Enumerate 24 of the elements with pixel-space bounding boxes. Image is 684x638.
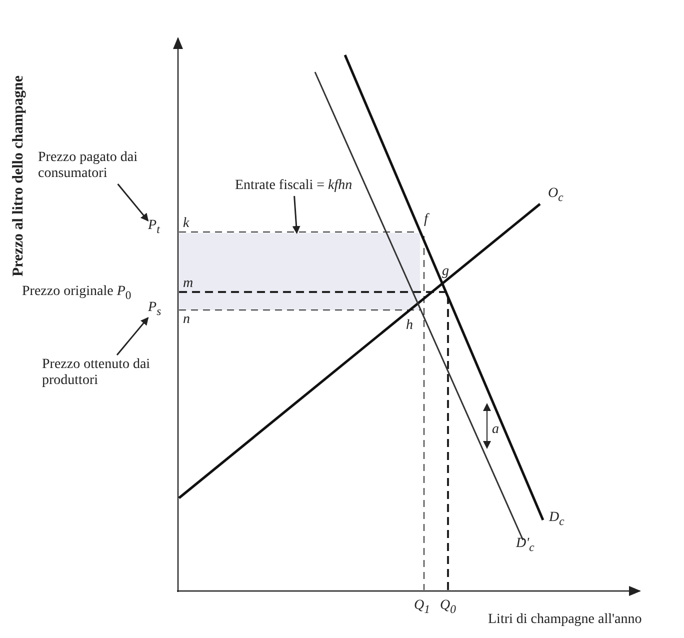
price-label: P$_{t}$ — [148, 218, 160, 238]
point-label: f — [424, 212, 428, 228]
curve-label: D$_{c}$ — [549, 510, 564, 530]
quantity-label: Q$_{1}$ — [414, 598, 430, 618]
leader-arrow — [117, 184, 149, 222]
axis-title: Prezzo al litro dello champagne — [10, 75, 27, 277]
point-label: n — [183, 312, 190, 328]
annotation-text: Entrate fiscali = kfhn — [235, 178, 352, 194]
shift-label: a — [492, 422, 499, 438]
annotation-text: Prezzo pagato dai consumatori — [38, 150, 168, 182]
curve-label: D'$_{c}$ — [516, 536, 534, 556]
point-label: h — [406, 318, 413, 334]
quantity-label: Q$_{0}$ — [440, 598, 456, 618]
tax-revenue-area — [179, 233, 420, 310]
axis-title: Litri di champagne all'anno — [488, 612, 642, 628]
point-label: g — [442, 264, 449, 280]
price-label: P$_{s}$ — [148, 300, 162, 320]
leader-arrow — [116, 317, 149, 356]
point-label: m — [183, 276, 194, 292]
point-label: k — [183, 216, 190, 232]
price-label: Prezzo originale P$_{0}$ — [22, 284, 132, 304]
curve-label: O$_{c}$ — [548, 186, 564, 206]
leader-arrow — [292, 196, 300, 234]
annotation-text: Prezzo ottenuto dai produttori — [42, 357, 162, 389]
